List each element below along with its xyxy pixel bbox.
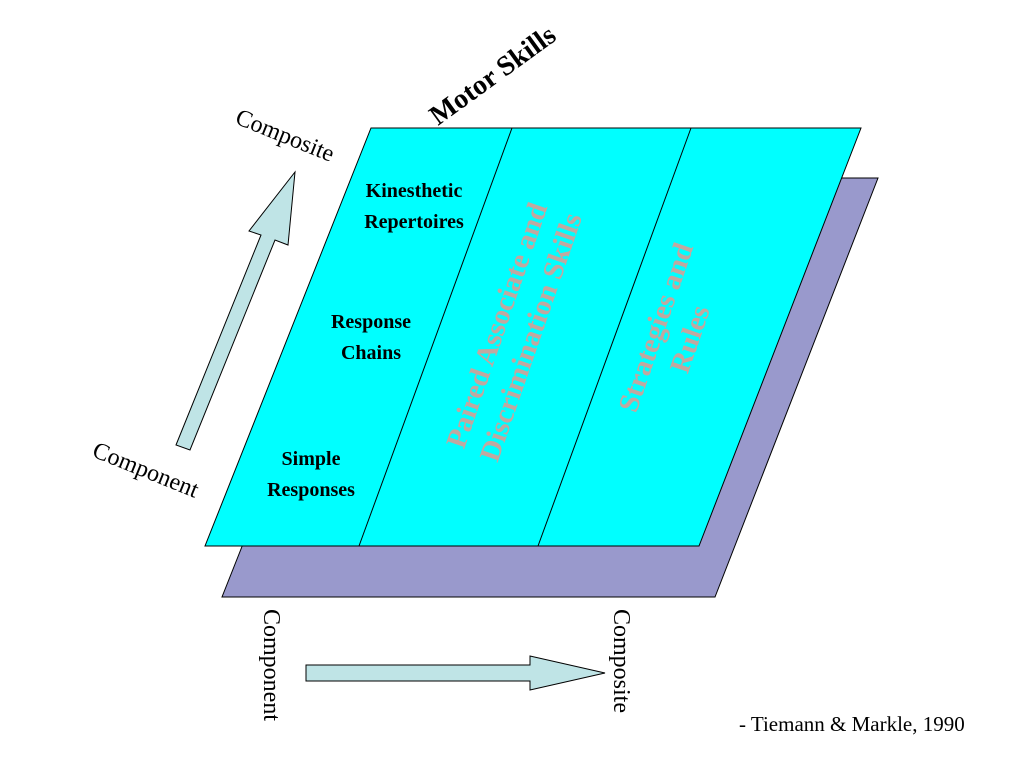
motor-item-line: Chains — [341, 342, 401, 364]
column-divider-left — [358, 127, 513, 547]
horizontal-axis-left-label: Component — [258, 609, 284, 721]
vertical-axis-top-label: Composite — [232, 104, 338, 167]
motor-item-simple-responses: Simple Responses — [267, 448, 355, 501]
motor-item-line: Repertoires — [364, 211, 464, 233]
front-plane — [204, 127, 862, 547]
vertical-axis-arrow — [175, 170, 296, 451]
column-divider-right — [537, 127, 692, 547]
diagram-title: Motor Skills — [424, 19, 562, 131]
citation: - Tiemann & Markle, 1990 — [739, 712, 965, 736]
horizontal-axis-arrow — [305, 655, 606, 691]
motor-item-response-chains: Response Chains — [331, 311, 411, 364]
motor-item-kinesthetic-repertoires: Kinesthetic Repertoires — [364, 180, 464, 233]
motor-item-line: Response — [331, 311, 411, 333]
horizontal-axis-right-label: Composite — [608, 609, 634, 713]
motor-item-line: Kinesthetic — [366, 180, 463, 202]
motor-item-line: Simple — [282, 448, 341, 470]
motor-item-line: Responses — [267, 479, 355, 501]
